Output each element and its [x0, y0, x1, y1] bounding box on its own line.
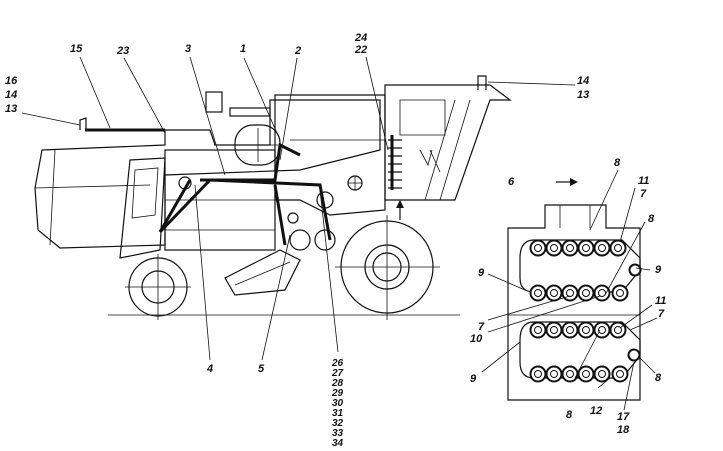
callout-3: 3	[185, 43, 191, 55]
callout-2: 2	[294, 45, 301, 57]
callout-31: 31	[332, 408, 344, 419]
sprocket	[529, 239, 547, 257]
sprocket-hub	[614, 326, 622, 334]
callout-34: 34	[332, 438, 344, 449]
sprocket	[561, 239, 579, 257]
sprocket	[577, 365, 595, 383]
sprocket-hub	[550, 289, 558, 297]
callout-24: 24	[354, 32, 367, 44]
callout-13-cab: 13	[577, 89, 589, 101]
sprocket-hub	[550, 326, 558, 334]
callout-30: 30	[332, 398, 344, 409]
detail-6: 6	[508, 176, 515, 188]
sprocket	[577, 284, 595, 302]
sprocket	[545, 284, 563, 302]
detail-8-top: 8	[614, 157, 621, 169]
sprocket-hub	[614, 244, 622, 252]
sprocket	[609, 239, 627, 257]
sprocket-hub	[598, 289, 606, 297]
sprocket-rows	[529, 239, 642, 383]
callout-14-cab: 14	[577, 75, 589, 87]
detail-10: 10	[470, 333, 483, 345]
callout-29: 29	[331, 388, 344, 399]
sprocket	[593, 284, 611, 302]
callout-1: 1	[240, 43, 246, 55]
sprocket	[545, 239, 563, 257]
callout-5: 5	[258, 363, 265, 375]
sprocket-hub	[534, 244, 542, 252]
sprocket-hub	[598, 370, 606, 378]
sprocket	[561, 321, 579, 339]
callout-23: 23	[116, 45, 129, 57]
detail-11-mid: 11	[655, 295, 666, 307]
sprocket-hub	[534, 289, 542, 297]
tensioner-sprocket	[627, 348, 641, 362]
detail-18: 18	[617, 424, 630, 436]
sprocket	[561, 284, 579, 302]
sprocket-hub	[566, 326, 574, 334]
sprocket	[593, 321, 611, 339]
sprocket-hub	[582, 326, 590, 334]
sprocket	[529, 365, 547, 383]
sprocket	[577, 239, 595, 257]
callout-leaders	[21, 56, 576, 361]
sprocket-hub	[534, 326, 542, 334]
callout-14: 14	[5, 89, 17, 101]
sprocket	[593, 239, 611, 257]
tensioner-sprocket	[628, 263, 642, 277]
detail-11-top: 11	[638, 175, 649, 187]
sprocket-hub	[566, 244, 574, 252]
sprocket-hub	[550, 370, 558, 378]
sprocket-hub	[582, 370, 590, 378]
detail-8-lower-right: 8	[655, 372, 662, 384]
detail-9-lower: 9	[470, 373, 477, 385]
callout-15: 15	[70, 43, 83, 55]
callout-16: 16	[5, 75, 18, 87]
callout-32: 32	[332, 418, 344, 429]
callout-13: 13	[5, 103, 17, 115]
sprocket-hub	[598, 326, 606, 334]
sprocket	[577, 321, 595, 339]
detail-callouts: 8 6 11 7 8 9 9 7 10 11 7 9 8 8 12 17 18	[470, 157, 666, 436]
sprocket	[609, 321, 627, 339]
sprocket	[611, 365, 629, 383]
sprocket-hub	[582, 289, 590, 297]
harvester-body	[34, 75, 512, 320]
sprocket	[529, 284, 547, 302]
sprocket	[611, 284, 629, 302]
sprocket-hub	[550, 244, 558, 252]
sprocket	[545, 321, 563, 339]
detail-9-left: 9	[478, 267, 485, 279]
callout-4: 4	[206, 363, 213, 375]
detail-8-bottom: 8	[566, 409, 573, 421]
detail-7-mid: 7	[658, 308, 665, 320]
callout-28: 28	[331, 378, 344, 389]
sprocket-hub	[616, 370, 624, 378]
sprocket-hub	[566, 289, 574, 297]
sprocket	[545, 365, 563, 383]
callout-26: 26	[331, 358, 344, 369]
detail-12: 12	[590, 405, 602, 417]
callout-27: 27	[331, 368, 344, 379]
sprocket-hub	[616, 289, 624, 297]
sprocket-hub	[582, 244, 590, 252]
sprocket	[593, 365, 611, 383]
detail-9-right: 9	[655, 264, 662, 276]
detail-17: 17	[617, 411, 630, 423]
sprocket-hub	[566, 370, 574, 378]
detail-8-right: 8	[648, 213, 655, 225]
detail-7-top: 7	[640, 188, 647, 200]
chain-detail-view	[481, 169, 658, 411]
main-callouts: 16 14 13 15 23 3 1 2 24 22 14 13 4 5 26 …	[5, 32, 589, 449]
callout-33: 33	[332, 428, 344, 439]
detail-7-left: 7	[478, 321, 485, 333]
callout-22: 22	[354, 44, 367, 56]
sprocket	[529, 321, 547, 339]
sprocket-hub	[534, 370, 542, 378]
sprocket-hub	[598, 244, 606, 252]
sprocket	[561, 365, 579, 383]
